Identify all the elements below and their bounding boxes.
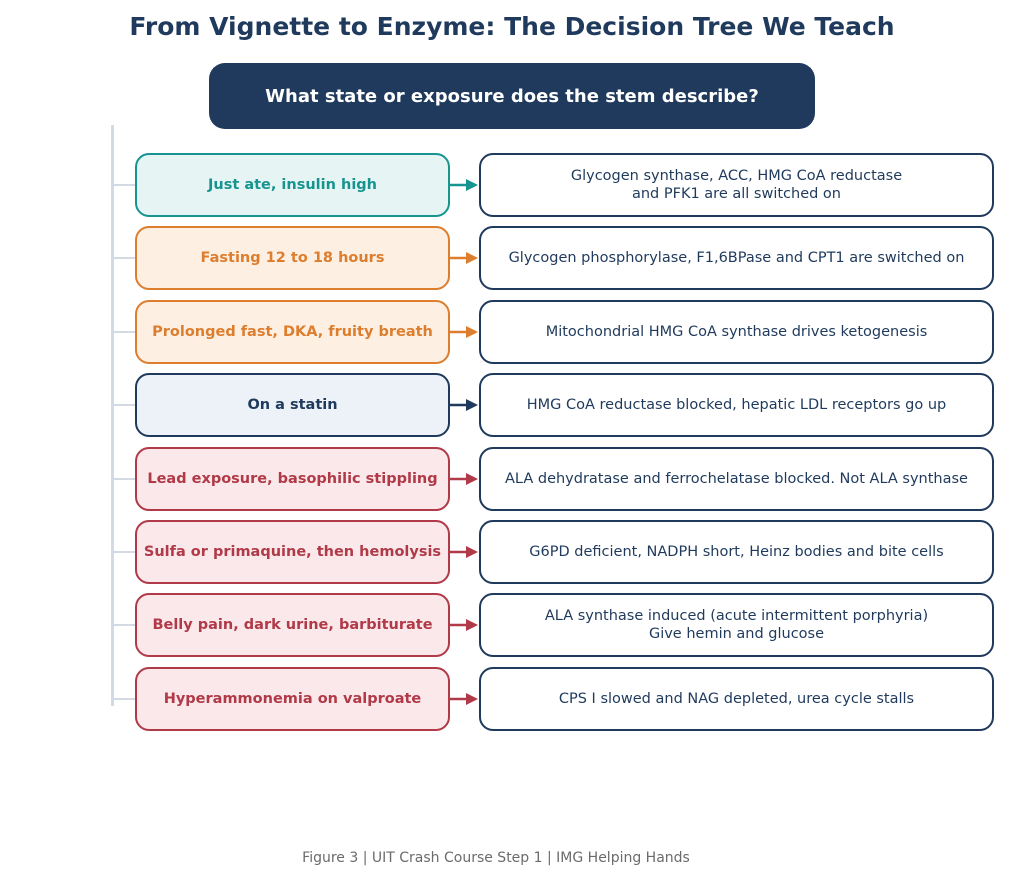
condition-node: Hyperammonemia on valproate [135,667,450,731]
result-node: Glycogen synthase, ACC, HMG CoA reductas… [479,153,994,217]
branch-connector [113,624,135,626]
result-label: ALA synthase induced (acute intermittent… [544,608,929,642]
result-label: HMG CoA reductase blocked, hepatic LDL r… [526,397,947,413]
condition-node: Sulfa or primaquine, then hemolysis [135,520,450,584]
condition-node: On a statin [135,373,450,437]
result-label: Glycogen synthase, ACC, HMG CoA reductas… [570,168,903,202]
branch-connector [113,551,135,553]
branch-connector [113,257,135,259]
result-label: Mitochondrial HMG CoA synthase drives ke… [545,324,928,340]
condition-label: Just ate, insulin high [208,177,377,193]
result-node: Glycogen phosphorylase, F1,6BPase and CP… [479,226,994,290]
result-node: Mitochondrial HMG CoA synthase drives ke… [479,300,994,364]
arrow-icon [450,546,478,558]
result-node: HMG CoA reductase blocked, hepatic LDL r… [479,373,994,437]
branch-connector [113,698,135,700]
condition-node: Just ate, insulin high [135,153,450,217]
condition-label: Hyperammonemia on valproate [163,691,422,707]
arrow-icon [450,473,478,485]
condition-node: Fasting 12 to 18 hours [135,226,450,290]
result-label: ALA dehydratase and ferrochelatase block… [505,471,968,487]
arrow-icon [450,179,478,191]
condition-node: Lead exposure, basophilic stippling [135,447,450,511]
diagram-title: From Vignette to Enzyme: The Decision Tr… [129,12,895,41]
result-label: Glycogen phosphorylase, F1,6BPase and CP… [508,250,965,266]
arrow-icon [450,399,478,411]
root-question-node: What state or exposure does the stem des… [209,63,815,129]
branch-connector [113,331,135,333]
branch-connector [113,478,135,480]
result-node: ALA dehydratase and ferrochelatase block… [479,447,994,511]
arrow-icon [450,619,478,631]
figure-caption: Figure 3 | UIT Crash Course Step 1 | IMG… [302,850,690,866]
result-node: CPS I slowed and NAG depleted, urea cycl… [479,667,994,731]
root-question-label: What state or exposure does the stem des… [265,85,759,107]
arrow-icon [450,326,478,338]
result-node: G6PD deficient, NADPH short, Heinz bodie… [479,520,994,584]
result-node: ALA synthase induced (acute intermittent… [479,593,994,657]
condition-label: Prolonged fast, DKA, fruity breath [152,324,433,340]
condition-label: Belly pain, dark urine, barbiturate [152,617,433,633]
condition-label: Sulfa or primaquine, then hemolysis [143,544,442,560]
branch-connector [113,184,135,186]
tree-spine [111,125,114,706]
result-label: G6PD deficient, NADPH short, Heinz bodie… [529,544,944,560]
arrow-icon [450,693,478,705]
branch-connector [113,404,135,406]
result-label: CPS I slowed and NAG depleted, urea cycl… [558,691,915,707]
condition-label: Fasting 12 to 18 hours [200,250,385,266]
condition-node: Prolonged fast, DKA, fruity breath [135,300,450,364]
condition-label: Lead exposure, basophilic stippling [147,471,438,487]
arrow-icon [450,252,478,264]
condition-label: On a statin [247,397,338,413]
condition-node: Belly pain, dark urine, barbiturate [135,593,450,657]
